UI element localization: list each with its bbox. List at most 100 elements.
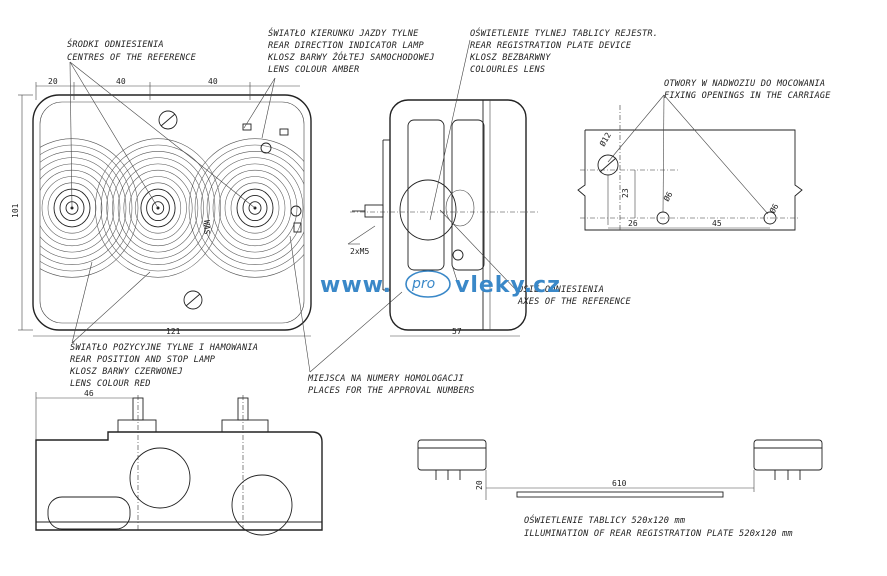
optic-ring xyxy=(200,151,304,265)
optic-ring xyxy=(248,201,262,215)
watermark-pre: www. xyxy=(320,273,392,298)
bottom-view: 46 xyxy=(35,389,323,536)
optic-ring xyxy=(40,151,127,265)
hole-phi6-b xyxy=(763,211,777,225)
dim-phi6-a: Ø6 xyxy=(661,189,675,203)
optic-ring xyxy=(40,157,121,259)
label-indicator-lens-en: LENS COLOUR AMBER xyxy=(268,65,359,75)
dim-phi6-b: Ø6 xyxy=(767,201,781,215)
label-indicator-lens-pl: KLOSZ BARWY ŻÓŁTEJ SAMOCHODOWEJ xyxy=(267,51,435,63)
label-indicator-en: REAR DIRECTION INDICATOR LAMP xyxy=(268,41,424,51)
approval-circle-1 xyxy=(260,142,272,154)
front-view: WAS 20 40 40 101 121 xyxy=(11,77,312,337)
dim-23: 23 xyxy=(621,188,630,198)
bottom-socket-left xyxy=(129,447,191,509)
carriage-panel-outline xyxy=(577,129,803,231)
side-reflector-right xyxy=(451,119,485,271)
bottom-stud-base-left xyxy=(117,419,157,433)
side-reflector-left xyxy=(407,119,445,271)
optic-ring xyxy=(212,163,298,253)
optic-ring xyxy=(40,169,109,247)
label-position-lens-pl: KLOSZ BARWY CZERWONEJ xyxy=(69,367,183,377)
dim-phi12: Ø12 xyxy=(597,130,613,148)
optic-ring xyxy=(194,144,304,272)
optic-ring xyxy=(40,138,139,278)
optic-ring xyxy=(242,194,268,222)
plate-illumination-view: 610 20 xyxy=(417,439,823,500)
label-indicator-pl: ŚWIATŁO KIERUNKU JAZDY TYLNE xyxy=(268,27,419,39)
label-fixing-pl: OTWORY W NADWOZIU DO MOCOWANIA xyxy=(664,79,825,89)
approval-box-1 xyxy=(242,123,252,131)
label-plate-en: REAR REGISTRATION PLATE DEVICE xyxy=(470,41,632,51)
label-approval-en: PLACES FOR THE APPROVAL NUMBERS xyxy=(308,386,475,396)
was-marking: WAS xyxy=(202,220,211,235)
optic-rings xyxy=(40,138,304,278)
approval-box-2 xyxy=(279,128,289,136)
dim-57: 57 xyxy=(452,327,462,336)
optic-ring xyxy=(47,182,97,234)
dim-45: 45 xyxy=(712,219,722,228)
screw-top xyxy=(158,110,178,130)
label-plate-pl: OŚWIETLENIE TYLNEJ TABLICY REJESTR. xyxy=(470,27,658,39)
dim-101: 101 xyxy=(11,203,20,218)
label-plate-lens-en: COLOURLES LENS xyxy=(470,65,545,75)
optic-ring xyxy=(151,201,165,215)
optic-ring xyxy=(140,188,176,228)
label-position-pl: ŚWIATŁO POZYCYJNE TYLNE I HAMOWANIA xyxy=(70,341,258,353)
optic-ring xyxy=(40,163,115,253)
label-plate-lens-pl: KLOSZ BEZBARWNY xyxy=(469,53,551,63)
optic-ring xyxy=(40,144,133,272)
label-approval-pl: MIEJSCA NA NUMERY HOMOLOGACJI xyxy=(307,374,464,384)
fixing-openings-view: Ø12 23 Ø6 Ø6 26 45 xyxy=(577,94,803,231)
label-fixing-en: FIXING OPENINGS IN THE CARRIAGE xyxy=(664,91,831,101)
screw-bottom xyxy=(183,290,203,310)
leaders-front xyxy=(69,61,403,373)
dim-610: 610 xyxy=(612,479,627,488)
bottom-stud-base-right xyxy=(221,419,269,433)
approval-box-3 xyxy=(293,222,302,233)
optic-ring xyxy=(134,182,182,234)
dim-26: 26 xyxy=(628,219,638,228)
dim-40-b: 40 xyxy=(208,77,218,86)
dim-46: 46 xyxy=(84,389,94,398)
side-body-outline xyxy=(389,99,527,331)
optic-ring xyxy=(95,138,221,278)
label-axes-pl: OSIE ODNIESIENIA xyxy=(518,285,604,295)
illum-lamp-right xyxy=(753,439,823,471)
illum-lamp-left xyxy=(417,439,487,471)
optic-ring xyxy=(112,157,204,259)
label-centres-pl: ŚRODKI ODNIESIENIA xyxy=(67,38,164,50)
label-position-en: REAR POSITION AND STOP LAMP xyxy=(70,355,216,365)
optic-ring xyxy=(230,182,280,234)
side-approval-mark xyxy=(452,249,464,261)
watermark-logo-ellipse xyxy=(405,270,451,298)
optic-ring xyxy=(146,194,170,222)
optic-ring xyxy=(218,169,292,247)
optic-ring xyxy=(188,138,304,278)
label-position-lens-en: LENS COLOUR RED xyxy=(70,379,151,389)
label-illum-en: ILLUMINATION OF REAR REGISTRATION PLATE … xyxy=(524,529,793,539)
side-bulb-socket xyxy=(399,179,457,241)
optic-ring xyxy=(224,176,286,240)
label-centres-en: CENTRES OF THE REFERENCE xyxy=(67,53,197,63)
bottom-socket-right xyxy=(231,474,293,536)
optic-ring xyxy=(117,163,199,253)
side-view: 2xM5 57 xyxy=(347,39,540,337)
dim-40-a: 40 xyxy=(116,77,126,86)
lamp-body-outline xyxy=(32,94,312,331)
optic-ring xyxy=(106,151,210,265)
label-axes-en: AXES OF THE REFERENCE xyxy=(517,297,631,307)
optic-ring xyxy=(129,176,187,240)
watermark-mid: pro xyxy=(411,276,435,292)
stud-bolt xyxy=(364,204,384,218)
bottom-body-outline xyxy=(35,431,323,531)
optic-ring xyxy=(123,169,193,247)
bottom-plate-lens xyxy=(47,496,131,530)
dim-20: 20 xyxy=(48,77,58,86)
dim-121: 121 xyxy=(166,327,181,336)
optic-ring xyxy=(41,176,103,240)
optic-ring xyxy=(206,157,304,259)
approval-circle-2 xyxy=(290,205,302,217)
